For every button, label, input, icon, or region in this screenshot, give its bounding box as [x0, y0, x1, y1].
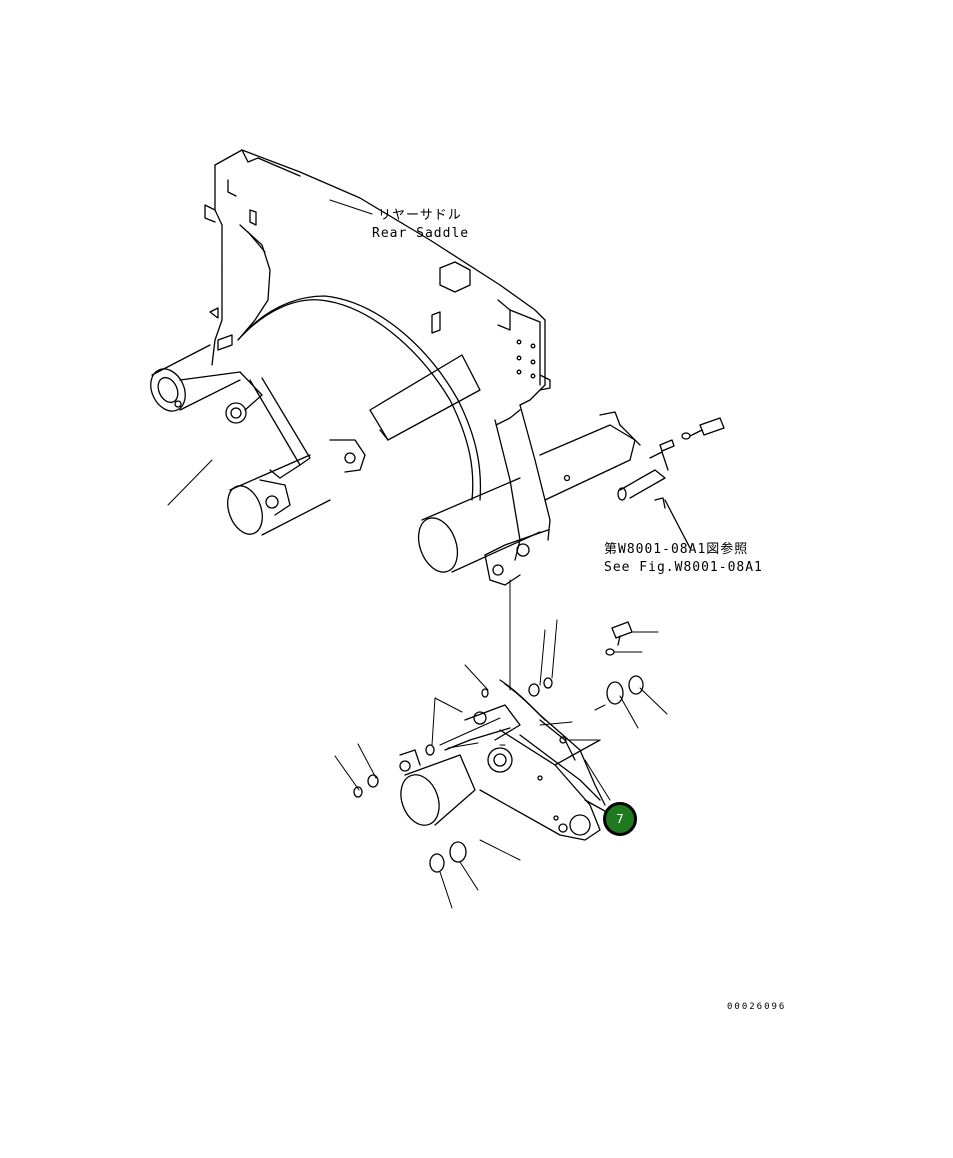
right-cylinder — [417, 411, 641, 573]
see-figure-label-jp: 第W8001-08A1図参照 — [604, 542, 749, 557]
callout-number: 7 — [616, 812, 624, 826]
lower-bracket-assembly — [399, 679, 613, 841]
pin-assembly — [617, 417, 725, 549]
rear-saddle-frame — [204, 149, 551, 586]
small-parts — [353, 621, 644, 873]
callout-7[interactable]: 7 — [603, 802, 637, 836]
drawing-number: 00026096 — [727, 1002, 787, 1012]
leader-lines-upper — [167, 199, 511, 691]
rear-saddle-label-jp: リヤーサドル — [378, 208, 462, 223]
left-pivot-cylinder — [150, 307, 263, 424]
central-tube — [369, 354, 481, 441]
see-figure-label-en: See Fig.W8001-08A1 — [604, 560, 763, 575]
rear-saddle-label-en: Rear Saddle — [372, 226, 470, 241]
leader-lines-lower — [334, 619, 668, 909]
lower-left-cylinder — [227, 439, 366, 536]
diagonal-brace — [249, 377, 311, 479]
